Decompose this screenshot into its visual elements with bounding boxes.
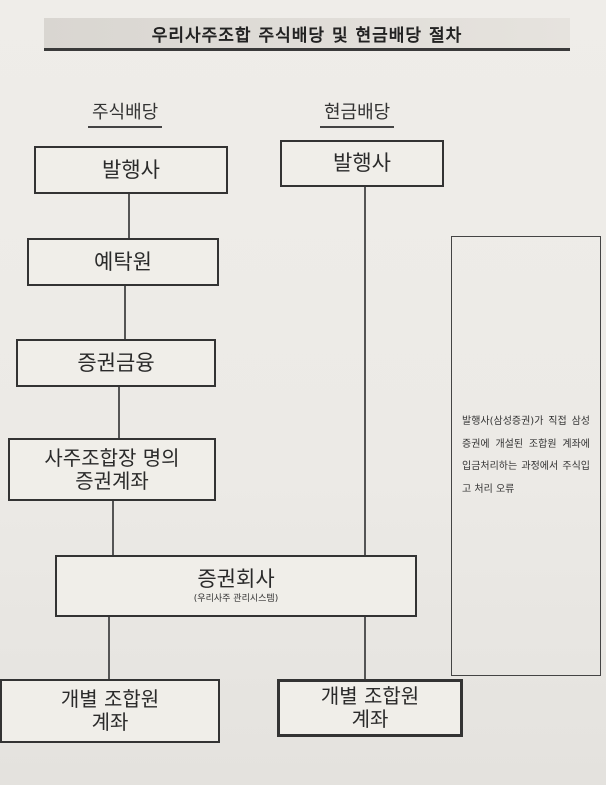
broker-label: 증권회사 — [197, 567, 275, 592]
stock-dividend-heading: 주식배당 — [88, 98, 163, 128]
connector-line — [108, 617, 110, 679]
connector-line — [112, 500, 114, 555]
depository-label: 예탁원 — [94, 249, 152, 274]
stock-issuer-box: 발행사 — [34, 146, 228, 194]
cash-issuer-label: 발행사 — [333, 151, 391, 176]
connector-line — [364, 186, 366, 680]
error-note-box: 발행사(삼성증권)가 직접 삼성증권에 개설된 조합원 계좌에 입금처리하는 과… — [451, 236, 601, 676]
error-note-text: 발행사(삼성증권)가 직접 삼성증권에 개설된 조합원 계좌에 입금처리하는 과… — [462, 416, 590, 495]
connector-line — [118, 386, 120, 438]
cash-issuer-box: 발행사 — [280, 140, 444, 187]
broker-sublabel: (우리사주 관리시스템) — [193, 594, 279, 605]
union-account-box: 사주조합장 명의 증권계좌 — [8, 438, 216, 501]
securities-finance-box: 증권금융 — [16, 339, 216, 387]
stock-member-account-label-2: 계좌 — [91, 710, 129, 734]
page-title: 우리사주조합 주식배당 및 현금배당 절차 — [44, 18, 570, 51]
stock-member-account-box: 개별 조합원 계좌 — [0, 679, 220, 743]
cash-dividend-heading: 현금배당 — [320, 98, 395, 128]
broker-box: 증권회사 (우리사주 관리시스템) — [55, 555, 417, 617]
stock-member-account-label-1: 개별 조합원 — [60, 687, 160, 711]
union-account-label-2: 증권계좌 — [75, 468, 149, 493]
cash-member-account-box: 개별 조합원 계좌 — [277, 679, 463, 737]
stock-issuer-label: 발행사 — [102, 157, 160, 182]
securities-finance-label: 증권금융 — [77, 350, 155, 375]
connector-line — [124, 286, 126, 340]
depository-box: 예탁원 — [27, 238, 219, 286]
union-account-label-1: 사주조합장 명의 — [44, 445, 180, 470]
cash-member-account-label-2: 계좌 — [351, 707, 389, 731]
cash-member-account-label-1: 개별 조합원 — [320, 684, 420, 708]
connector-line — [128, 192, 130, 238]
